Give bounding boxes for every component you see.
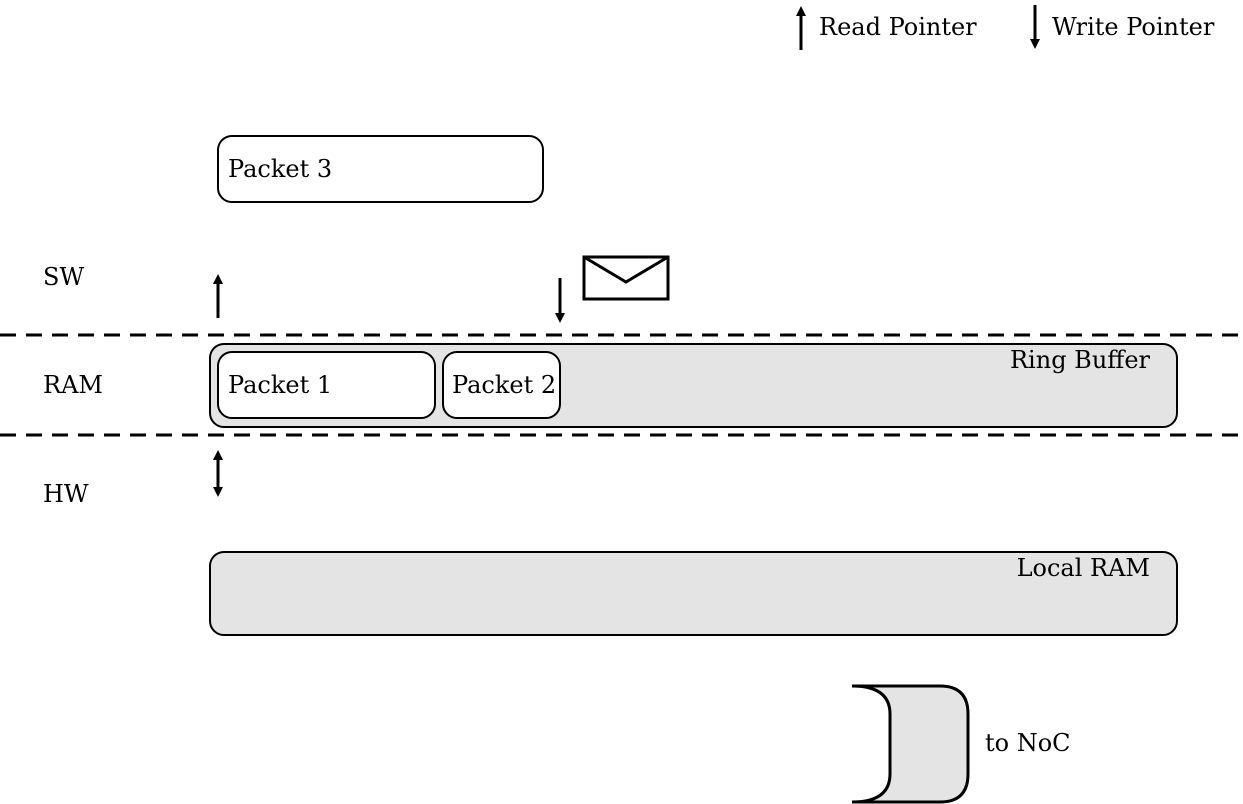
packet-3-label: Packet 3 [228,155,333,183]
to-noc-label: to NoC [985,729,1071,757]
layer-ram-label: RAM [43,371,103,399]
packet-1-box [217,351,436,419]
local-ram-region [209,551,1178,636]
local-ram-label: Local RAM [1016,554,1150,582]
layer-sw-label: SW [43,263,85,291]
packet-1-label: Packet 1 [228,371,333,399]
packet-2-box [442,351,561,419]
legend-read-pointer-label: Read Pointer [819,13,977,41]
packet-2-label: Packet 2 [452,371,557,399]
legend-write-pointer-label: Write Pointer [1052,13,1215,41]
ring-buffer-label: Ring Buffer [1009,346,1150,374]
envelope-icon [582,255,670,301]
noc-connector-shape [851,684,970,804]
packet-3-box [217,135,544,203]
layer-hw-label: HW [43,480,89,508]
